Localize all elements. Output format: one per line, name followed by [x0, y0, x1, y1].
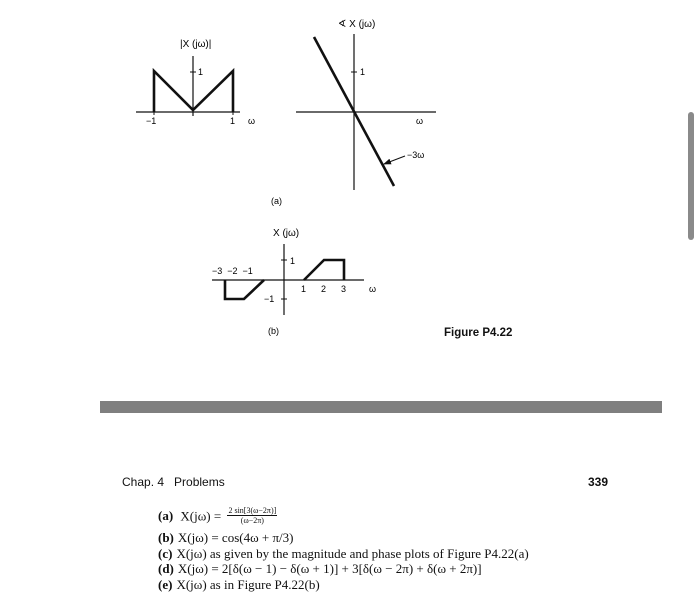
phase-title: ∢ X (jω) [338, 19, 375, 30]
panel-b-x-axis-label: ω [369, 284, 376, 294]
phase-line [312, 36, 396, 187]
magnitude-plot: |X (jω)| 1 −1 1 ω [136, 39, 255, 126]
phase-y-tick-label: 1 [360, 67, 365, 77]
magnitude-x-tick-neg1: −1 [146, 116, 156, 126]
phase-annotation-arrow [383, 155, 406, 165]
problem-e: (e)X(jω) as in Figure P4.22(b) [158, 577, 638, 592]
figure-caption: Figure P4.22 [444, 327, 513, 339]
page-number: 339 [587, 475, 608, 489]
figure-p4-22: |X (jω)| 1 −1 1 ω ∢ X (jω) 1 ω −3ω (a) X… [136, 19, 436, 336]
panel-b-x-tick-3: 3 [341, 284, 346, 294]
problem-a: (a) X(jω) = 2 sin[3(ω−2π)] (ω−2π) [158, 506, 638, 530]
panel-b-x-tick-1: 1 [301, 284, 306, 294]
problem-e-label: (e) [158, 576, 173, 592]
panel-b-curve-positive [303, 258, 346, 281]
chapter-label: Chap. 4 [122, 475, 165, 489]
problem-d-label: (d) [158, 561, 174, 576]
page-header: Chap. 4 Problems 339 [122, 475, 608, 491]
magnitude-curve [152, 67, 235, 112]
page-divider [100, 401, 662, 413]
section-label: Problems [174, 475, 225, 489]
problem-d: (d)X(jω) = 2[δ(ω − 1) − δ(ω + 1)] + 3[δ(… [158, 561, 638, 577]
magnitude-x-tick-1: 1 [230, 116, 235, 126]
panel-b-label: (b) [268, 326, 279, 336]
problem-b-text: X(jω) = cos(4ω + π/3) [177, 530, 294, 545]
panel-b-curve-negative [223, 279, 265, 301]
problem-a-numerator: 2 sin[3(ω−2π)] [227, 506, 278, 516]
phase-x-axis-label: ω [416, 116, 423, 126]
panel-b-y-tick-1: 1 [290, 256, 295, 266]
panel-b-y-tick-neg1: −1 [264, 294, 274, 304]
problem-a-denominator: (ω−2π) [240, 516, 264, 525]
panel-a-label: (a) [271, 196, 282, 206]
phase-plot: ∢ X (jω) 1 ω −3ω [296, 19, 436, 190]
problem-c: (c)X(jω) as given by the magnitude and p… [158, 546, 638, 562]
problem-b: (b)X(jω) = cos(4ω + π/3) [158, 530, 638, 546]
panel-b-plot: X (jω) 1 −1 −3 −2 −1 1 2 3 ω [212, 228, 376, 315]
magnitude-title: |X (jω)| [180, 39, 211, 50]
phase-slope-annotation: −3ω [407, 150, 424, 160]
scrollbar-thumb[interactable] [688, 112, 694, 240]
problem-list: (a) X(jω) = 2 sin[3(ω−2π)] (ω−2π) (b)X(j… [158, 506, 638, 592]
problem-c-text: X(jω) as given by the magnitude and phas… [176, 545, 529, 561]
problem-b-label: (b) [158, 530, 174, 545]
panel-b-title: X (jω) [273, 228, 299, 239]
problem-a-label: (a) [158, 508, 174, 524]
problem-c-label: (c) [158, 545, 173, 561]
chapter-heading: Chap. 4 Problems [122, 475, 225, 489]
problem-a-fraction: 2 sin[3(ω−2π)] (ω−2π) [227, 506, 278, 525]
panel-b-x-ticks-negative: −3 −2 −1 [212, 266, 253, 276]
panel-b-x-tick-2: 2 [321, 284, 326, 294]
magnitude-y-tick-label: 1 [198, 67, 203, 77]
problem-a-lhs: X(jω) = [180, 508, 222, 524]
magnitude-x-axis-label: ω [248, 116, 255, 126]
problem-e-text: X(jω) as in Figure P4.22(b) [176, 576, 320, 592]
problem-d-text: X(jω) = 2[δ(ω − 1) − δ(ω + 1)] + 3[δ(ω −… [177, 561, 482, 576]
